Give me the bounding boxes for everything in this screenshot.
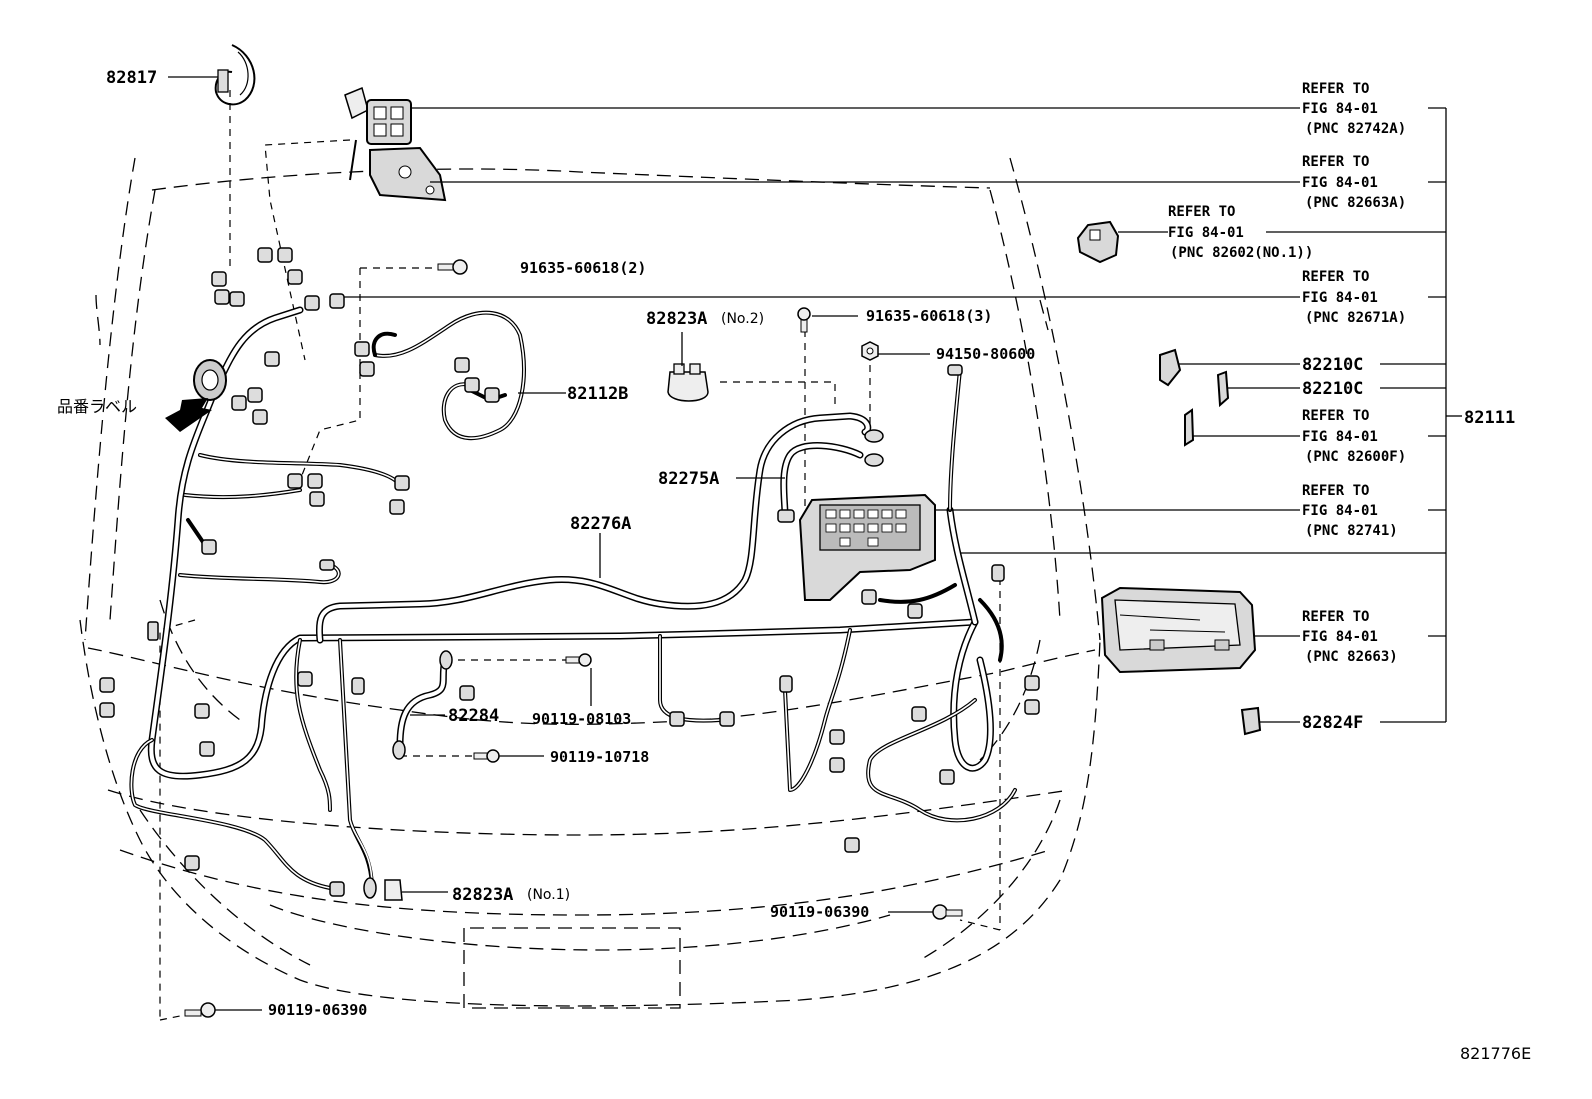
bolt-icon-90119-08103 [565, 653, 592, 667]
label-82275A: 82275A [658, 469, 719, 489]
svg-text:REFER TO: REFER TO [1302, 81, 1369, 97]
component-82824F [1240, 706, 1262, 736]
svg-text:FIG 84-01: FIG 84-01 [1302, 175, 1378, 191]
label-82823A-no2: 82823A [646, 309, 707, 329]
label-bolt-90119-06390-left: 90119-06390 [268, 1001, 367, 1019]
svg-text:(PNC 82741): (PNC 82741) [1305, 523, 1398, 539]
label-bolt-91635-60618-3: 91635-60618(3) [866, 307, 992, 325]
refer-note-82742A: REFER TO FIG 84-01 (PNC 82742A) [1302, 81, 1406, 137]
component-82210C-b [1216, 370, 1230, 408]
label-bolt-91635-60618-2: 91635-60618(2) [520, 259, 646, 277]
label-82210C-b: 82210C [1302, 379, 1363, 399]
vehicle-body-outline [79, 157, 1101, 1009]
component-82600F [1184, 408, 1195, 447]
component-junction-block-82741 [798, 493, 936, 601]
svg-text:REFER TO: REFER TO [1302, 269, 1369, 285]
label-bolt-90119-08103: 90119-08103 [532, 710, 631, 728]
component-82823A-no2 [667, 363, 709, 402]
connectors [99, 247, 1040, 897]
svg-text:(PNC 82600F): (PNC 82600F) [1305, 449, 1406, 465]
component-82210C-a [1159, 348, 1182, 387]
cable-82276A [315, 412, 872, 644]
svg-text:FIG 84-01: FIG 84-01 [1302, 429, 1378, 445]
svg-text:FIG 84-01: FIG 84-01 [1302, 290, 1378, 306]
bolt-labels: 91635-60618(2) 91635-60618(3) 94150-8060… [268, 259, 1035, 1019]
label-nut-94150-80600: 94150-80600 [936, 345, 1035, 363]
svg-text:(PNC 82663): (PNC 82663) [1305, 649, 1398, 665]
svg-text:REFER TO: REFER TO [1302, 483, 1369, 499]
refer-note-82671A: REFER TO FIG 84-01 (PNC 82671A) [1302, 269, 1406, 326]
svg-text:FIG 84-01: FIG 84-01 [1168, 225, 1244, 241]
label-82276A: 82276A [570, 514, 631, 534]
refer-note-82602: REFER TO FIG 84-01 (PNC 82602(NO.1)) [1168, 204, 1313, 261]
svg-text:(PNC 82663A): (PNC 82663A) [1305, 195, 1406, 211]
label-bolt-90119-06390-right: 90119-06390 [770, 903, 869, 921]
component-82823A-no1 [363, 877, 403, 901]
svg-text:(PNC 82602(NO.1)): (PNC 82602(NO.1)) [1170, 245, 1313, 261]
label-82824F: 82824F [1302, 713, 1363, 733]
label-82111: 82111 [1464, 408, 1515, 428]
label-part-number-label-jp: 品番ラベル [57, 397, 137, 416]
refer-note-82600F: REFER TO FIG 84-01 (PNC 82600F) [1302, 408, 1406, 465]
svg-text:REFER TO: REFER TO [1302, 154, 1369, 170]
label-82284: 82284 [448, 706, 499, 726]
label-82823A-no1-suffix: (No.1) [527, 887, 570, 903]
label-arrow-icon [165, 398, 212, 432]
component-bracket-82663A [369, 146, 447, 202]
component-82817-clip [214, 44, 256, 106]
label-82817: 82817 [106, 68, 157, 88]
svg-text:REFER TO: REFER TO [1168, 204, 1235, 220]
bolt-icon-90119-06390-right [932, 904, 963, 920]
label-82210C-a: 82210C [1302, 355, 1363, 375]
leader-lines [168, 76, 1462, 1011]
svg-text:(PNC 82742A): (PNC 82742A) [1305, 121, 1406, 137]
cable-82284 [392, 650, 453, 760]
part-labels: 82817 82112B 82823A (No.2) 82275A 82276A… [57, 68, 1515, 905]
component-relay-box-cover-82663 [1100, 586, 1257, 674]
bolt-icons [184, 259, 963, 1018]
label-82823A-no1: 82823A [452, 885, 513, 905]
bolt-icon-90119-10718 [473, 749, 500, 763]
label-82823A-no2-suffix: (No.2) [721, 311, 764, 327]
refer-note-82663A: REFER TO FIG 84-01 (PNC 82663A) [1302, 154, 1406, 211]
svg-text:REFER TO: REFER TO [1302, 408, 1369, 424]
svg-text:FIG 84-01: FIG 84-01 [1302, 629, 1378, 645]
cable-82275A [777, 429, 884, 523]
svg-text:REFER TO: REFER TO [1302, 609, 1369, 625]
refer-note-82663: REFER TO FIG 84-01 (PNC 82663) [1302, 609, 1398, 665]
label-82112B: 82112B [567, 384, 628, 404]
label-bolt-90119-10718: 90119-10718 [550, 748, 649, 766]
refer-to-notes: REFER TO FIG 84-01 (PNC 82742A) REFER TO… [1168, 81, 1406, 665]
svg-text:(PNC 82671A): (PNC 82671A) [1305, 310, 1406, 326]
component-82602-relay [1076, 220, 1120, 264]
main-harness [129, 306, 1017, 890]
bolt-icon-90119-06390-left [184, 1002, 216, 1018]
bolt-icon-91635-60618-3 [797, 307, 811, 333]
harness-82112B [371, 310, 526, 441]
figure-number: 821776E [1460, 1044, 1531, 1063]
svg-text:FIG 84-01: FIG 84-01 [1302, 101, 1378, 117]
bolt-icon-91635-60618-2 [437, 259, 468, 275]
component-relay-block-82742A [344, 86, 412, 181]
nut-icon-94150-80600 [861, 341, 879, 361]
refer-note-82741: REFER TO FIG 84-01 (PNC 82741) [1302, 483, 1398, 539]
svg-text:FIG 84-01: FIG 84-01 [1302, 503, 1378, 519]
